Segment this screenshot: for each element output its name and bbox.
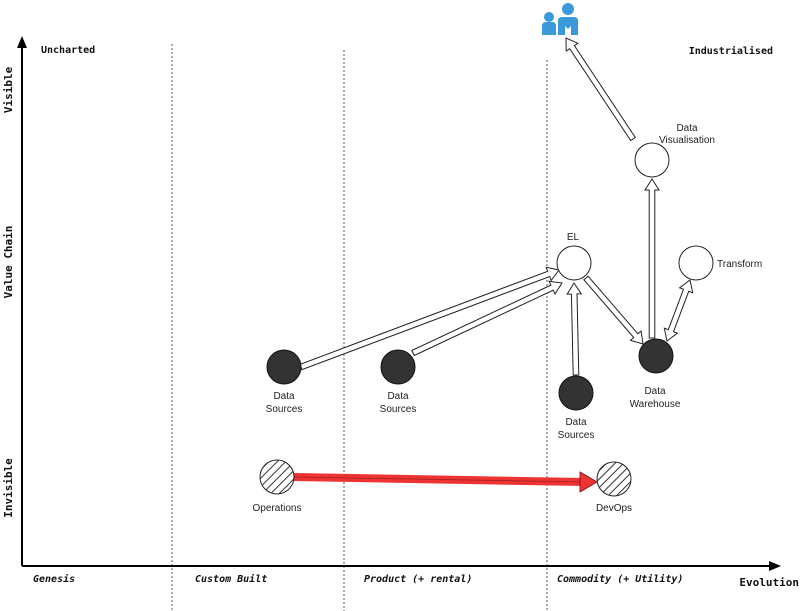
node-circle xyxy=(596,461,632,497)
stage-custom-built-label: Custom Built xyxy=(195,573,267,585)
stage-commodity-label: Commodity (+ Utility) xyxy=(557,573,683,585)
node-el[interactable]: EL xyxy=(556,232,592,281)
node-devops[interactable]: DevOps xyxy=(596,461,632,514)
node-label: Sources xyxy=(380,404,417,415)
node-label: EL xyxy=(567,232,580,243)
node-data-visualisation[interactable]: Data Visualisation xyxy=(634,123,715,178)
stage-genesis-label: Genesis xyxy=(33,573,75,585)
uncharted-label: Uncharted xyxy=(41,45,95,56)
node-label: Data xyxy=(565,417,587,428)
link-el-to-data-warehouse xyxy=(583,275,644,345)
user-body-left xyxy=(542,22,556,35)
evolution-arrow-shaft-outline xyxy=(293,476,585,483)
link-data-sources-product-to-el xyxy=(411,280,563,357)
node-label: Sources xyxy=(266,404,303,415)
node-operations[interactable]: Operations xyxy=(253,459,302,514)
node-label: Data xyxy=(644,386,666,397)
node-label: Operations xyxy=(253,503,302,514)
y-axis-top-label: Visible xyxy=(2,66,15,113)
link-data-warehouse-to-data-visualisation xyxy=(644,178,660,339)
node-data-warehouse[interactable]: Data Warehouse xyxy=(630,338,681,410)
node-data-sources-product[interactable]: Data Sources xyxy=(380,349,417,415)
node-circle xyxy=(558,375,594,411)
user-body-right xyxy=(558,17,578,35)
stage-product-label: Product (+ rental) xyxy=(364,574,472,585)
y-axis-bottom-label: Invisible xyxy=(2,458,15,518)
y-axis-arrowhead xyxy=(17,36,27,48)
user-head-right xyxy=(562,3,574,15)
evolution-arrow xyxy=(293,471,598,493)
node-label: Warehouse xyxy=(630,399,681,410)
node-label: Sources xyxy=(558,430,595,441)
node-circle xyxy=(266,349,302,385)
node-circle xyxy=(556,245,592,281)
dependency-links xyxy=(299,37,694,376)
node-label: Visualisation xyxy=(659,135,715,146)
node-circle xyxy=(678,245,714,281)
node-label: Data xyxy=(676,123,698,134)
x-axis-title: Evolution xyxy=(739,576,799,589)
axes xyxy=(17,36,781,571)
node-circle xyxy=(259,459,295,495)
node-circle xyxy=(634,142,670,178)
y-axis-title: Value Chain xyxy=(2,226,15,299)
link-data-visualisation-to-user xyxy=(565,37,636,142)
industrialised-label: Industrialised xyxy=(689,45,773,57)
node-label: Data xyxy=(273,391,295,402)
link-data-sources-commodity-to-el xyxy=(566,282,583,376)
x-axis-arrowhead xyxy=(769,561,781,571)
stage-dividers xyxy=(171,44,548,611)
node-data-sources-genesis[interactable]: Data Sources xyxy=(266,349,303,415)
node-label: Data xyxy=(387,391,409,402)
node-circle xyxy=(638,338,674,374)
user-head-left xyxy=(544,12,554,22)
evolution-arrowhead xyxy=(579,471,598,493)
node-label: DevOps xyxy=(596,503,632,514)
link-data-sources-genesis-to-el xyxy=(299,266,560,371)
link-data-warehouse-transform xyxy=(663,279,694,342)
node-label: Transform xyxy=(717,259,762,270)
node-transform[interactable]: Transform xyxy=(678,245,762,281)
users-icon[interactable] xyxy=(542,3,578,35)
node-circle xyxy=(380,349,416,385)
node-data-sources-commodity[interactable]: Data Sources xyxy=(558,375,595,441)
